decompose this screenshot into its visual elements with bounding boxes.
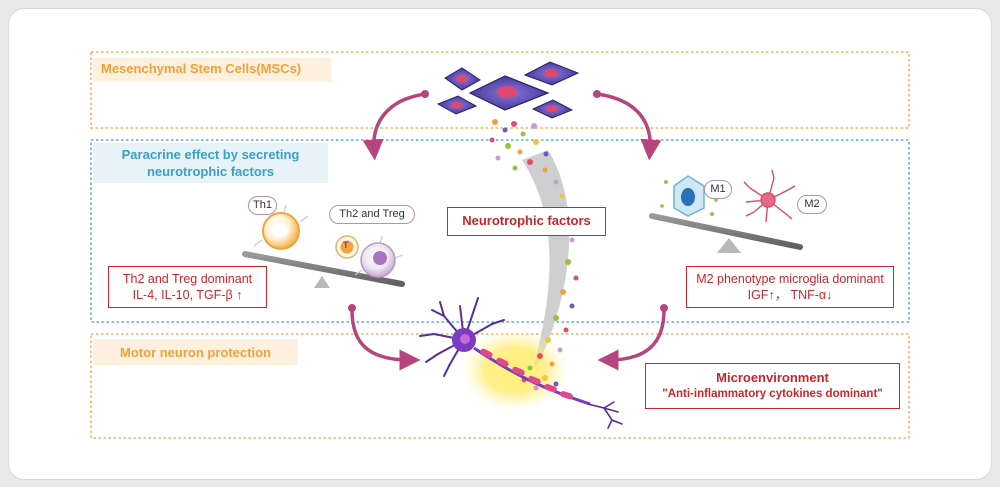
paracrine-label: Paracrine effect by secreting neurotroph…: [93, 146, 328, 180]
factor-stream: [522, 150, 570, 372]
tcell-box-line2: IL-4, IL-10, TGF-β ↑: [132, 288, 243, 302]
arrow-right-to-neuron: [597, 309, 666, 371]
arrow-left-to-neuron: [350, 309, 421, 371]
motor-label: Motor neuron protection: [120, 345, 271, 360]
th1-tag: Th1: [248, 196, 277, 215]
msc-cell: [523, 61, 580, 86]
th2-treg-tag: Th2 and Treg: [329, 205, 415, 224]
microglia-box-line2: IGF↑， TNF-α↓: [747, 288, 833, 302]
motor-neuron: [419, 297, 623, 429]
tcell-dominance-box: Th2 and Treg dominant IL-4, IL-10, TGF-β…: [108, 266, 267, 308]
msc-label-bg: [93, 58, 331, 82]
tcell-box-line1: Th2 and Treg dominant: [122, 272, 253, 286]
m1-tag: M1: [704, 180, 732, 199]
microenvironment-box: Microenvironment "Anti-inflammatory cyto…: [645, 363, 900, 409]
m1-microglia: [660, 175, 718, 217]
paracrine-label-line2: neurotrophic factors: [146, 164, 275, 179]
neurotrophic-factors-box: Neurotrophic factors: [447, 207, 606, 236]
microenvironment-subtitle: "Anti-inflammatory cytokines dominant": [662, 388, 883, 400]
paracrine-label-bg: [93, 143, 328, 183]
microglia-dominance-box: M2 phenotype microglia dominant IGF↑， TN…: [686, 266, 894, 308]
msc-cells: [436, 61, 580, 119]
motor-label-bg: [93, 339, 298, 365]
arrow-msc-to-left: [362, 92, 426, 161]
neurotrophic-particles: [489, 119, 579, 391]
t-marker: T: [343, 240, 349, 250]
m2-tag: M2: [797, 195, 827, 214]
microenvironment-title: Microenvironment: [716, 370, 829, 385]
motor-section-frame: [90, 333, 910, 439]
msc-cell: [531, 99, 574, 119]
microglia-box-line1: M2 phenotype microglia dominant: [696, 272, 884, 286]
treg-small-cell: [335, 235, 359, 259]
treg-cell: [354, 235, 404, 278]
msc-label: Mesenchymal Stem Cells(MSCs): [101, 61, 302, 76]
msc-cell: [468, 75, 550, 111]
msc-section-frame: [90, 51, 910, 129]
msc-cell: [436, 95, 478, 115]
paracrine-label-line1: Paracrine effect by secreting: [121, 147, 300, 162]
tcell-balance: [242, 204, 405, 288]
microglia-balance: [649, 169, 803, 253]
msc-cell: [444, 67, 481, 91]
arrow-start-dots: [348, 90, 668, 312]
arrow-msc-to-right: [596, 92, 662, 161]
th1-cell: [253, 204, 309, 250]
flow-arrows: [350, 92, 666, 371]
m2-microglia: [743, 169, 796, 223]
